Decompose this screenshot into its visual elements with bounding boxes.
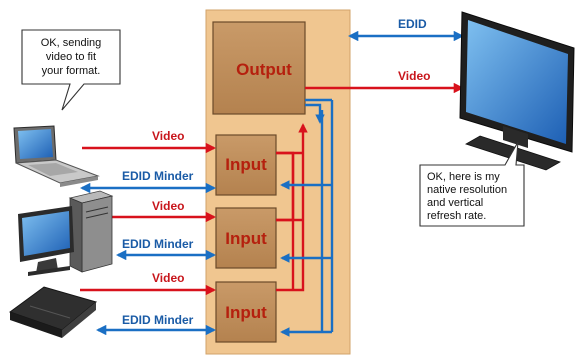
video-label-2: Video xyxy=(152,199,184,213)
monitor-callout-line-1: OK, here is my xyxy=(427,171,500,183)
laptop-callout-line-2: video to fit xyxy=(46,51,96,63)
edid-minder-label-3: EDID Minder xyxy=(122,313,194,327)
input-box-1 xyxy=(215,134,277,196)
laptop-callout-line-3: your format. xyxy=(42,65,101,77)
display-monitor-icon xyxy=(459,11,575,171)
edid-label: EDID xyxy=(398,17,427,31)
input-box-2-label: Input xyxy=(225,229,267,248)
monitor-callout-line-3: and vertical xyxy=(427,197,483,209)
input-box-2 xyxy=(215,207,277,269)
internal-edid-bus xyxy=(280,98,334,337)
laptop-callout: OK, sending video to fit your format. xyxy=(21,29,121,111)
input-box-3-label: Input xyxy=(225,303,267,322)
laptop-callout-line-1: OK, sending xyxy=(41,37,102,49)
monitor-callout: OK, here is my native resolution and ver… xyxy=(419,141,525,227)
media-player-icon xyxy=(8,286,98,338)
desktop-pc-icon xyxy=(18,190,114,276)
video-label-1: Video xyxy=(152,129,184,143)
video-label-3: Video xyxy=(152,271,184,285)
output-box xyxy=(212,21,306,115)
input-box-1-label: Input xyxy=(225,155,267,174)
internal-video-bus xyxy=(276,123,308,292)
edid-minder-label-2: EDID Minder xyxy=(122,237,194,251)
monitor-callout-line-2: native resolution xyxy=(427,184,507,196)
laptop-icon xyxy=(13,125,100,187)
output-box-label: Output xyxy=(236,60,292,79)
video-out-label: Video xyxy=(398,69,430,83)
input-box-3 xyxy=(215,281,277,343)
edid-minder-label-1: EDID Minder xyxy=(122,169,194,183)
monitor-callout-line-4: refresh rate. xyxy=(427,210,486,222)
